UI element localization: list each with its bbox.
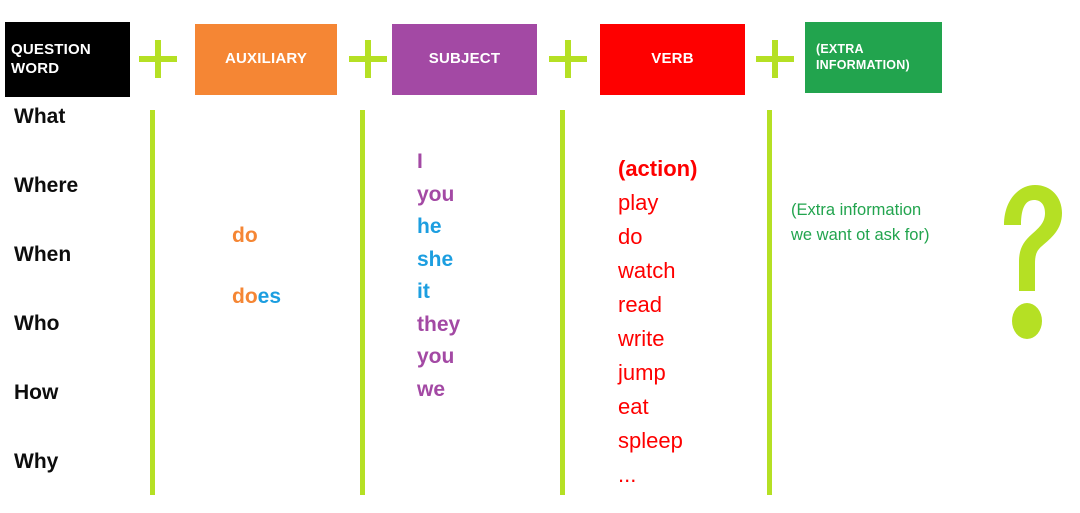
list-item: jump	[618, 360, 666, 385]
header-label-subject: SUBJECT	[428, 50, 501, 68]
auxiliary-suffix: es	[257, 285, 282, 308]
header-box-verb: VERB	[600, 24, 745, 95]
header-box-question-word: QUESTION WORD	[5, 22, 130, 97]
list-item: When	[14, 243, 72, 266]
column-question-words: What Where When Who How Why	[14, 104, 144, 513]
list-item: they	[417, 312, 461, 336]
plus-operator-icon	[756, 40, 794, 78]
column-verb: (action) play do watch read write jump e…	[618, 152, 758, 492]
list-item: Why	[14, 450, 59, 473]
list-item: eat	[618, 394, 649, 419]
header-label-verb: VERB	[651, 50, 694, 68]
column-auxiliary: do does	[232, 224, 342, 346]
plus-operator-icon	[349, 40, 387, 78]
column-divider	[150, 110, 155, 495]
list-item: How	[14, 381, 59, 404]
list-item: I	[417, 150, 423, 173]
list-item: you	[417, 182, 455, 206]
list-item: Where	[14, 174, 79, 197]
list-item: does	[232, 285, 342, 346]
header-box-subject: SUBJECT	[392, 24, 537, 95]
list-item: ...	[618, 462, 637, 487]
list-item: spleep	[618, 428, 683, 453]
list-item: it	[417, 280, 430, 303]
header-box-extra-information: (EXTRA INFORMATION)	[805, 22, 942, 93]
list-item: (action)	[618, 156, 698, 181]
header-box-auxiliary: AUXILIARY	[195, 24, 337, 95]
list-item: What	[14, 105, 66, 128]
list-item: do	[232, 224, 342, 285]
plus-operator-icon	[549, 40, 587, 78]
column-divider	[360, 110, 365, 495]
list-item: we	[417, 377, 446, 401]
extra-information-note-line: (Extra information	[791, 201, 922, 219]
header-label-auxiliary: AUXILIARY	[224, 50, 308, 68]
column-divider	[767, 110, 772, 495]
header-label-extra-information: (EXTRA INFORMATION)	[816, 41, 910, 72]
column-divider	[560, 110, 565, 495]
list-item: you	[417, 345, 455, 368]
question-mark-icon	[1004, 185, 1062, 339]
list-item: read	[618, 292, 663, 317]
extra-information-note-line: we want ot ask for)	[791, 226, 930, 244]
plus-operator-icon	[139, 40, 177, 78]
list-item: write	[618, 326, 665, 351]
list-item: do	[618, 224, 643, 249]
list-item: Who	[14, 312, 60, 335]
list-item: he	[417, 215, 442, 238]
list-item: watch	[618, 258, 676, 283]
list-item: play	[618, 190, 659, 215]
header-label-question-word: QUESTION WORD	[11, 40, 91, 77]
list-item: she	[417, 247, 454, 271]
column-subject: I you he she it they you we	[417, 146, 537, 406]
auxiliary-stem: do	[232, 224, 258, 247]
extra-information-note: (Extra information we want ot ask for)	[791, 198, 981, 248]
auxiliary-stem: do	[232, 285, 258, 308]
